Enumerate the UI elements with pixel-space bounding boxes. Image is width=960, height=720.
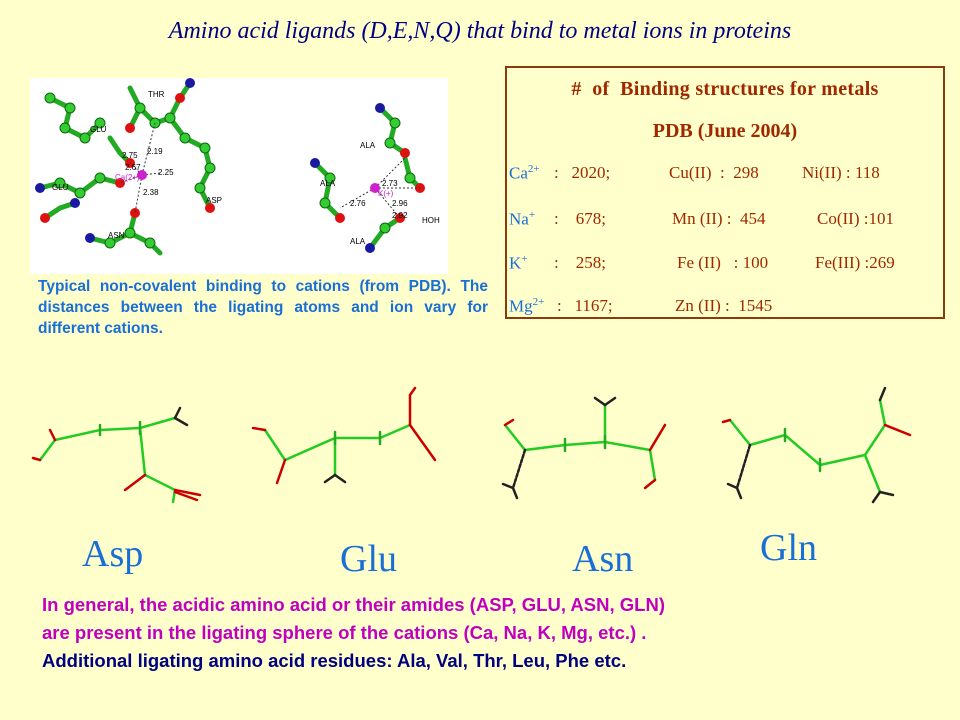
ion-charge: +	[521, 253, 528, 265]
dist-3: 2.67	[125, 163, 141, 172]
dist-1: 2.19	[147, 147, 163, 156]
label-asn: Asn	[572, 538, 634, 580]
ion-count: : 2020;	[554, 163, 611, 182]
gln-structure	[721, 386, 912, 504]
summary-line-2: are present in the ligating sphere of th…	[42, 622, 647, 643]
ion-charge: 2+	[532, 296, 545, 308]
label-asp: ASP	[206, 196, 222, 205]
dist-6: 2.73	[382, 179, 398, 188]
ion-name: Mg	[509, 296, 533, 316]
label-glu-1: GLU	[90, 125, 107, 134]
summary-text: In general, the acidic amino acid or the…	[42, 591, 922, 675]
ion-charge: +	[528, 209, 536, 221]
ion-name: Ca	[509, 163, 528, 183]
metal-count-2: Co(II) :101	[817, 209, 894, 228]
asn-structure	[501, 396, 667, 500]
table-row: Na+ : 678; Mn (II) : 454 Co(II) :101	[509, 209, 894, 230]
metal-count-2: Fe(III) :269	[815, 253, 895, 272]
structure-drawing: THR GLU GLU ASN ASP ALA ALA ALA HOH 2.19…	[35, 78, 440, 256]
metal-count-1: Fe (II) : 100	[677, 253, 769, 272]
slide-title: Amino acid ligands (D,E,N,Q) that bind t…	[168, 18, 792, 44]
dist-8: 2.96	[392, 199, 408, 208]
asp-structure	[31, 406, 202, 504]
label-ala-1: ALA	[360, 141, 376, 150]
ion-count: : 678;	[554, 209, 606, 228]
table-heading: # of Binding structures for metals	[571, 78, 879, 100]
potassium-ion-marker	[370, 183, 380, 193]
ion-label-ca: Ca(2+)	[115, 173, 140, 182]
dist-9: 2.92	[392, 211, 408, 220]
ion-charge: 2+	[527, 163, 540, 175]
label-asp: Asp	[82, 533, 144, 575]
label-ala-3: ALA	[350, 237, 366, 246]
summary-line-3: Additional ligating amino acid residues:…	[42, 650, 627, 671]
image-caption: Typical non-covalent binding to cations …	[38, 278, 488, 337]
label-asn: ASN	[108, 231, 125, 240]
glu-structure	[251, 386, 437, 485]
label-thr: THR	[148, 90, 165, 99]
binding-structure-image: THR GLU GLU ASN ASP ALA ALA ALA HOH 2.19…	[30, 78, 448, 274]
dist-2: 2.75	[122, 151, 138, 160]
table-row: Mg2+ : 1167; Zn (II) : 1545	[509, 296, 772, 317]
dist-7: 2.76	[350, 199, 366, 208]
label-hoh: HOH	[422, 216, 440, 225]
label-glu: Glu	[340, 538, 397, 580]
binding-counts-box: # of Binding structures for metals PDB (…	[505, 66, 945, 319]
dist-4: 2.25	[158, 168, 174, 177]
summary-line-1: In general, the acidic amino acid or the…	[42, 594, 665, 615]
table-row: Ca2+ : 2020; Cu(II) : 298 Ni(II) : 118	[509, 163, 880, 184]
calcium-ion-marker	[137, 170, 147, 180]
table-subheading: PDB (June 2004)	[652, 120, 798, 142]
metal-count-2: Ni(II) : 118	[802, 163, 880, 182]
ion-count: : 258;	[554, 253, 606, 272]
label-ala-2: ALA	[320, 179, 336, 188]
metal-count-1: Mn (II) : 454	[672, 209, 766, 228]
dist-5: 2.38	[143, 188, 159, 197]
metal-count-1: Zn (II) : 1545	[675, 296, 773, 315]
ion-name: Na	[509, 209, 529, 229]
label-glu-2: GLU	[52, 183, 69, 192]
amino-acid-structures	[31, 386, 912, 504]
metal-count-1: Cu(II) : 298	[669, 163, 759, 182]
ion-name: K	[509, 253, 522, 273]
table-row: K+ : 258; Fe (II) : 100 Fe(III) :269	[509, 253, 895, 274]
label-gln: Gln	[760, 527, 817, 569]
ion-label-k: K(+)	[378, 189, 394, 198]
ion-count: : 1167;	[557, 296, 613, 315]
